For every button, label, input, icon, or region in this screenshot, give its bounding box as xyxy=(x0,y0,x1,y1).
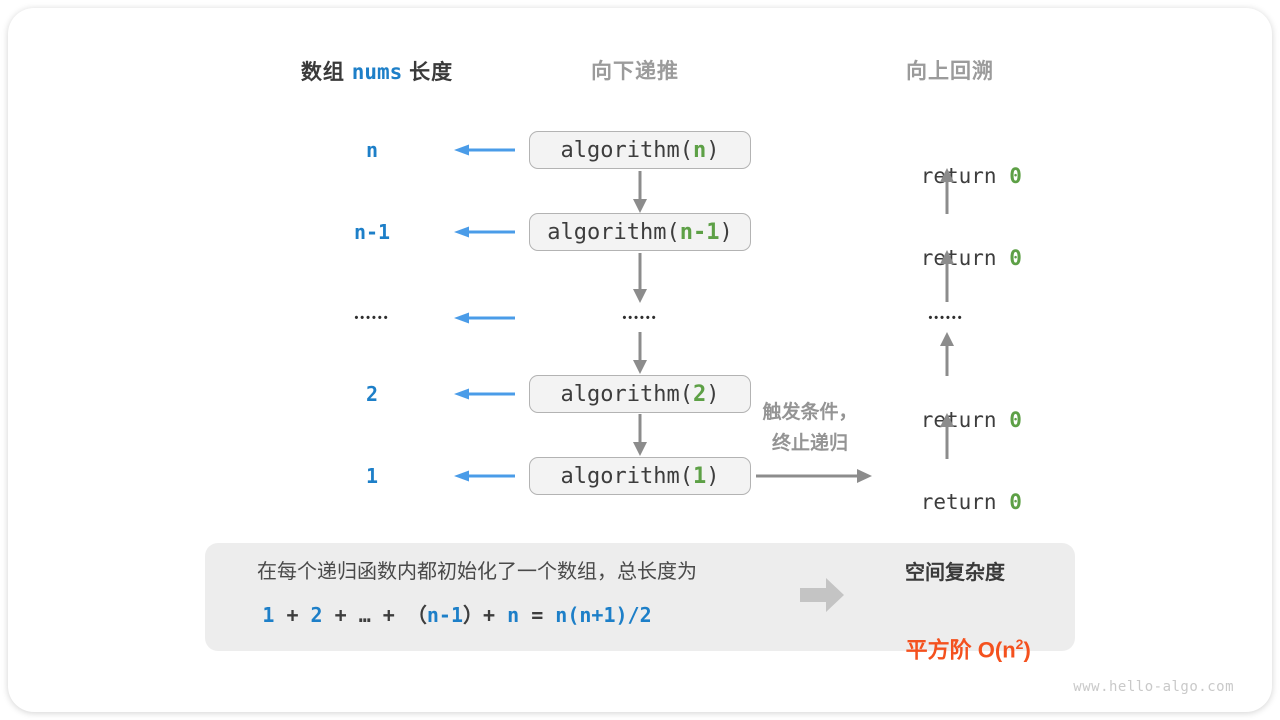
backtrack-up-arrow-1 xyxy=(940,168,954,214)
formula-segment: = xyxy=(519,603,556,627)
summary-formula: 1 + 2 + … + （n-1）+ n = n(n+1)/2 xyxy=(207,600,707,630)
complexity-order-prefix: 平方阶 O(n xyxy=(905,637,1016,663)
formula-segment: + xyxy=(370,603,407,627)
recurse-down-arrow-3 xyxy=(633,332,647,374)
algorithm-call-prefix: algorithm( xyxy=(547,219,680,245)
length-label-n: n xyxy=(365,138,379,162)
algorithm-box-2: algorithm(2) xyxy=(529,375,751,413)
length-label-1: 1 xyxy=(365,464,379,488)
header-array-length-prefix: 数组 xyxy=(300,61,352,84)
backtrack-up-arrow-3 xyxy=(940,332,954,376)
complexity-exponent: 2 xyxy=(1015,636,1024,652)
left-arrow-row-2 xyxy=(454,388,515,400)
ellipsis-length-column: •••••• xyxy=(354,312,390,324)
formula-segment: + xyxy=(274,603,311,627)
algorithm-arg-n-1: n-1 xyxy=(679,219,720,245)
summary-box xyxy=(205,543,1075,651)
watermark-url: www.hello-algo.com xyxy=(1073,679,1234,695)
return-value: 0 xyxy=(1009,408,1022,432)
recurse-down-arrow-1 xyxy=(633,171,647,213)
space-complexity-title: 空间复杂度 xyxy=(905,562,1005,584)
return-statement-row-1: return 0 xyxy=(866,463,1026,541)
formula-segment: n-1 xyxy=(426,603,464,627)
return-statement-row-n-1: return 0 xyxy=(866,219,1026,297)
space-complexity-value: 平方阶 O(n2) xyxy=(846,599,1066,695)
length-label-n-1: n-1 xyxy=(353,220,391,244)
backtrack-up-arrow-2 xyxy=(940,250,954,302)
algorithm-call-prefix: algorithm( xyxy=(560,381,693,407)
algorithm-call-suffix: ) xyxy=(719,219,733,245)
algorithm-call-suffix: ) xyxy=(706,137,720,163)
formula-segment: + xyxy=(483,603,508,627)
header-recurse-down: 向下递推 xyxy=(591,60,679,83)
length-label-2: 2 xyxy=(365,382,379,406)
base-case-arrow xyxy=(756,469,872,483)
return-keyword: return xyxy=(920,490,1010,514)
algorithm-arg-n: n xyxy=(692,137,707,163)
return-statement-row-n: return 0 xyxy=(866,137,1026,215)
algorithm-box-1: algorithm(1) xyxy=(529,457,751,495)
formula-segment: 2 xyxy=(310,603,323,627)
summary-description: 在每个递归函数内都初始化了一个数组，总长度为 xyxy=(257,561,697,583)
return-statement-row-2: return 0 xyxy=(866,381,1026,459)
trigger-condition-line2: 终止递归 xyxy=(771,433,848,454)
algorithm-box-n: algorithm(n) xyxy=(529,131,751,169)
algorithm-call-suffix: ) xyxy=(706,381,720,407)
recurse-down-arrow-2 xyxy=(633,253,647,303)
algorithm-call-prefix: algorithm( xyxy=(560,137,693,163)
recurse-down-arrow-4 xyxy=(633,414,647,456)
trigger-condition-note: 触发条件， 终止递归 xyxy=(745,397,875,459)
return-value: 0 xyxy=(1009,490,1022,514)
return-value: 0 xyxy=(1009,164,1022,188)
return-value: 0 xyxy=(1009,246,1022,270)
algorithm-arg-1: 1 xyxy=(692,463,707,489)
trigger-condition-line1: 触发条件， xyxy=(762,402,858,423)
algorithm-arg-2: 2 xyxy=(692,381,707,407)
formula-segment: n(n+1)/2 xyxy=(555,603,652,627)
formula-segment: n xyxy=(507,603,520,627)
header-array-length: 数组 nums 长度 xyxy=(237,58,517,87)
header-array-length-suffix: 长度 xyxy=(402,61,454,84)
ellipsis-backtrack-column: •••••• xyxy=(928,312,964,324)
return-keyword: return xyxy=(920,164,1010,188)
formula-segment: 1 xyxy=(262,603,275,627)
header-backtrack-up: 向上回溯 xyxy=(906,60,994,83)
left-arrow-row-n-1 xyxy=(454,226,515,238)
left-arrow-row-1 xyxy=(454,470,515,482)
algorithm-box-n-1: algorithm(n-1) xyxy=(529,213,751,251)
ellipsis-recurse-column: •••••• xyxy=(622,312,658,324)
left-arrow-row-n xyxy=(454,144,515,156)
formula-segment: … xyxy=(358,603,371,627)
return-keyword: return xyxy=(920,246,1010,270)
complexity-order-suffix: ) xyxy=(1023,637,1031,663)
formula-segment: ） xyxy=(463,603,484,627)
left-arrow-row-ellipsis xyxy=(454,312,515,324)
header-nums-code: nums xyxy=(351,60,403,84)
algorithm-call-prefix: algorithm( xyxy=(560,463,693,489)
formula-segment: + xyxy=(322,603,359,627)
implies-block-arrow-icon xyxy=(800,578,844,612)
return-keyword: return xyxy=(920,408,1010,432)
formula-segment: （ xyxy=(406,603,427,627)
backtrack-up-arrow-4 xyxy=(940,413,954,459)
algorithm-call-suffix: ) xyxy=(706,463,720,489)
